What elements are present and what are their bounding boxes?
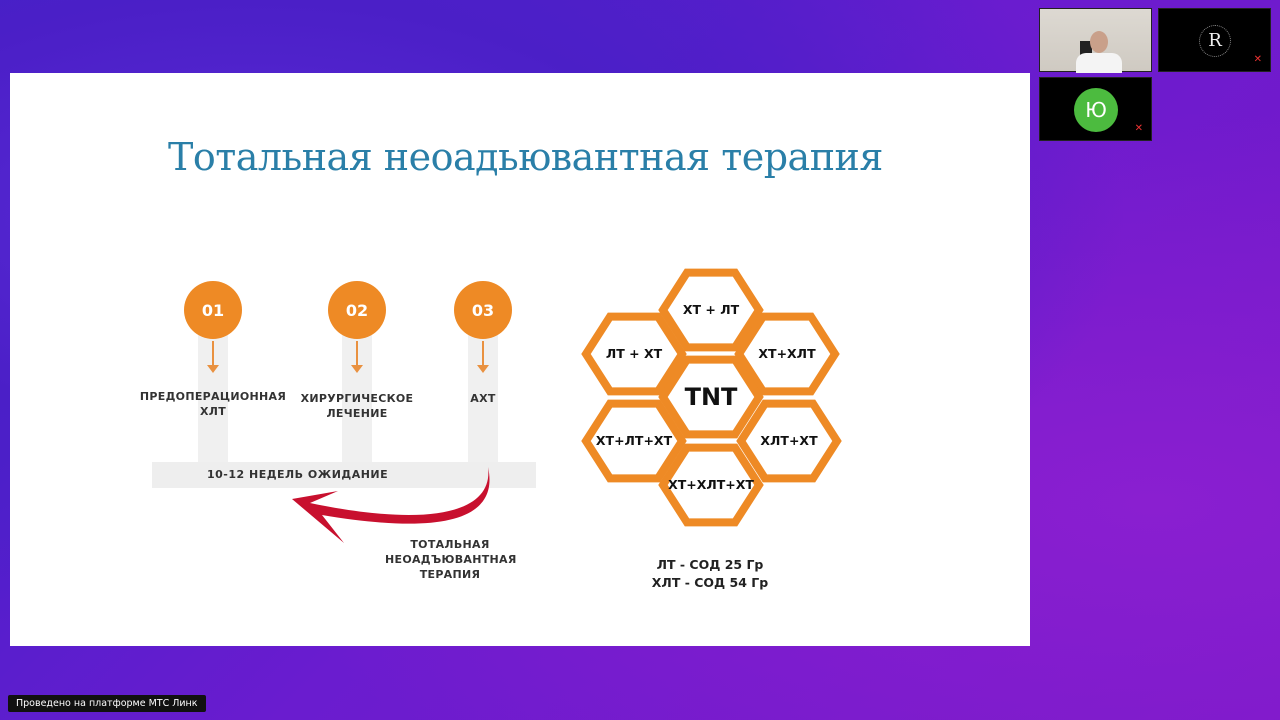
participant-logo-tile[interactable]: R ✕ [1158, 8, 1271, 72]
down-arrow-icon [207, 341, 219, 373]
hexagon-lower_right [736, 399, 842, 483]
hexagon-label-bottom: ХТ+ХЛТ+ХТ [668, 477, 754, 492]
tnt-hexagon-diagram: ХТ + ЛТ ЛТ + ХТ ХТ+ХЛТ TNT ХТ+ЛТ+ХТ ХЛТ+ХТ ХТ+… [581, 268, 842, 527]
participant-video-tile[interactable] [1039, 8, 1152, 73]
hexagon-label-top: ХТ + ЛТ [683, 302, 740, 317]
hexagon-label-lower_left: ХТ+ЛТ+ХТ [596, 433, 673, 448]
step-2-badge: 02 [328, 281, 386, 339]
step-1-badge: 01 [184, 281, 242, 339]
hexagon-label-center: TNT [685, 383, 738, 411]
hexagon-label-lower_right: ХЛТ+ХТ [760, 433, 818, 448]
mic-muted-icon: ✕ [1253, 54, 1262, 65]
hexagon-upper_right [734, 312, 840, 396]
presentation-slide: Тотальная неоадьювантная терапия 10-12 Н… [10, 73, 1030, 646]
participant-avatar-tile[interactable]: Ю ✕ [1039, 77, 1152, 141]
waiting-bar: 10-12 НЕДЕЛЬ ОЖИДАНИЕ [152, 462, 536, 488]
hexagon-label-upper_right: ХТ+ХЛТ [758, 346, 816, 361]
hexagon-upper_left [581, 312, 687, 396]
waiting-label: 10-12 НЕДЕЛЬ ОЖИДАНИЕ [207, 468, 389, 481]
hexagon-top [658, 268, 764, 352]
hexagon-label-upper_left: ЛТ + ХТ [606, 346, 663, 361]
hexagon-center [658, 355, 764, 439]
platform-footer: Проведено на платформе МТС Линк [8, 695, 206, 712]
step-3-badge: 03 [454, 281, 512, 339]
mic-muted-icon: ✕ [1134, 123, 1143, 134]
down-arrow-icon [351, 341, 363, 373]
down-arrow-icon [477, 341, 489, 373]
slide-title: Тотальная неоадьювантная терапия [168, 135, 883, 179]
avatar: Ю [1074, 88, 1118, 132]
step-3-label: АХТ [470, 392, 496, 405]
hexagon-bottom [658, 443, 764, 527]
participant-logo: R [1199, 25, 1231, 57]
hexagon-lower_left [581, 399, 687, 483]
